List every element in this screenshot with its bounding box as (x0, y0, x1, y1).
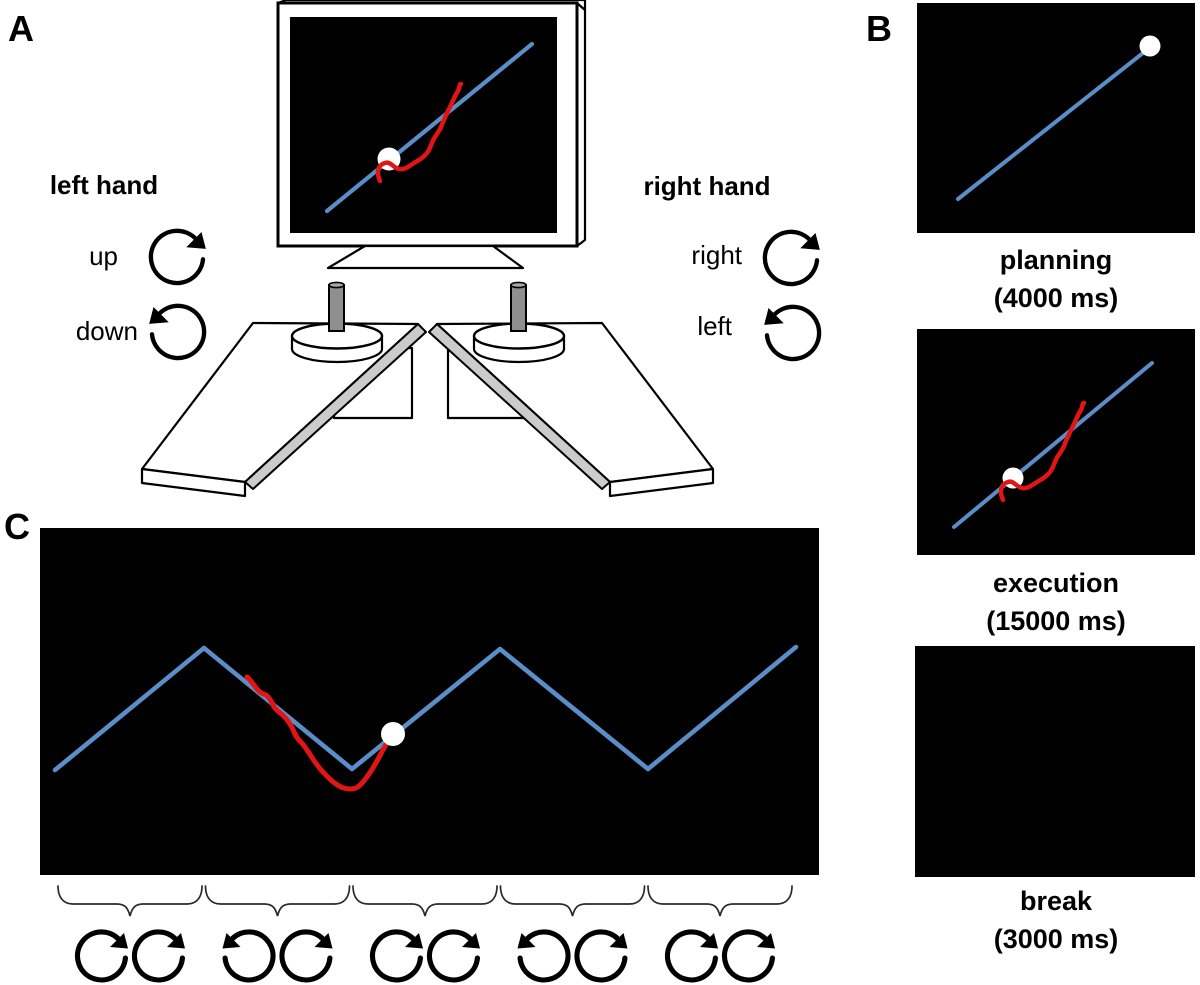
rotation-arrow-cw-icon (667, 932, 718, 980)
segment-brace (204, 885, 351, 917)
rotation-arrow-cw-icon (282, 932, 333, 980)
rotation-arrow-ccw-icon (518, 932, 569, 980)
right-hand-left-label: left (697, 311, 732, 341)
panel-a-setup (140, 0, 820, 498)
right-hand-left-ccw-arrow-icon (764, 307, 819, 359)
execution-stage-duration: (15000 ms) (986, 606, 1126, 636)
right-hand-right-label: right (691, 240, 742, 270)
segment-brace (647, 885, 793, 917)
left-hand-title: left hand (49, 170, 159, 200)
rotation-arrow-cw-icon (429, 932, 480, 980)
zigzag-movement-trace (244, 674, 394, 792)
segment-brace (499, 885, 646, 917)
right-dial (472, 281, 566, 364)
panel-c-trajectory (40, 528, 819, 980)
panel-c-label: C (4, 506, 30, 547)
rotation-arrow-ccw-icon (223, 932, 274, 980)
panel-b-phases (915, 3, 1195, 877)
left-dial-axle (328, 284, 345, 332)
monitor (276, 0, 587, 270)
planning-cursor-dot (1139, 35, 1161, 57)
monitor-stand (326, 244, 525, 270)
right-hand-title: right hand (643, 171, 771, 201)
left-dial (290, 281, 384, 364)
rotation-arrow-cw-icon (724, 932, 775, 980)
left-dial-ramp (140, 321, 427, 498)
rotation-arrow-cw-icon (134, 932, 185, 980)
rotation-arrow-cw-icon (372, 932, 423, 980)
right-hand-right-cw-arrow-icon (765, 232, 820, 284)
planning-stage-duration: (4000 ms) (993, 283, 1119, 313)
panel-b-label: B (866, 8, 892, 49)
break-stage-duration: (3000 ms) (993, 924, 1119, 954)
break-stage-name: break (1019, 886, 1093, 916)
break-screen (915, 646, 1195, 877)
rotation-annotation-row (57, 885, 793, 980)
left-hand-down-label: down (75, 316, 138, 346)
planning-stage-name: planning (999, 245, 1113, 275)
segment-brace (57, 885, 203, 917)
left-hand-up-label: up (89, 241, 118, 271)
monitor-screen (290, 17, 557, 233)
rotation-arrow-cw-icon (577, 932, 628, 980)
left-hand-down-ccw-arrow-icon (149, 306, 204, 358)
segment-brace (352, 885, 498, 917)
right-dial-axle (510, 284, 527, 332)
screen-trial-display (324, 41, 535, 214)
trajectory-screen (40, 528, 819, 875)
panel-a-label: A (8, 8, 34, 49)
right-dial-ramp (428, 321, 715, 498)
left-hand-up-cw-arrow-icon (151, 231, 206, 283)
execution-trial-display (952, 361, 1154, 529)
execution-stage-name: execution (992, 568, 1120, 598)
rotation-arrow-cw-icon (77, 932, 128, 980)
target-line (324, 41, 535, 214)
zigzag-target-line (52, 644, 799, 773)
zigzag-cursor-dot (381, 722, 405, 746)
